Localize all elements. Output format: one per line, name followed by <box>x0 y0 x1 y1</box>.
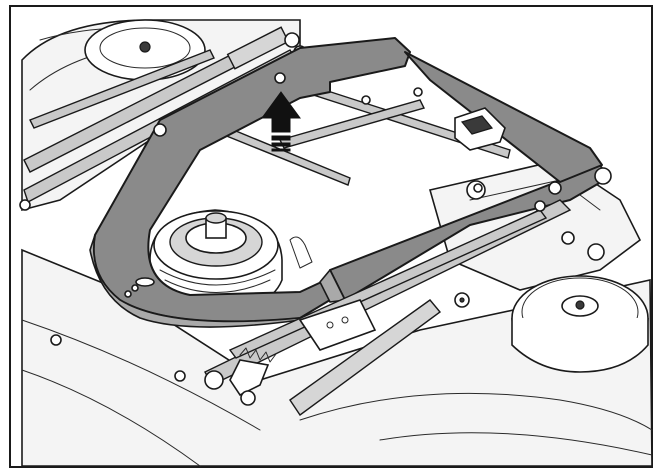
adjuster-block <box>454 107 506 151</box>
hand-hint <box>289 236 313 269</box>
top-pulley <box>84 19 206 81</box>
right-pulley <box>511 275 649 373</box>
center-pulley <box>149 209 283 313</box>
height-lever <box>289 299 442 416</box>
bolts <box>19 87 605 382</box>
lift-up-arrow-icon <box>261 91 301 152</box>
lift-bracket <box>89 37 612 328</box>
